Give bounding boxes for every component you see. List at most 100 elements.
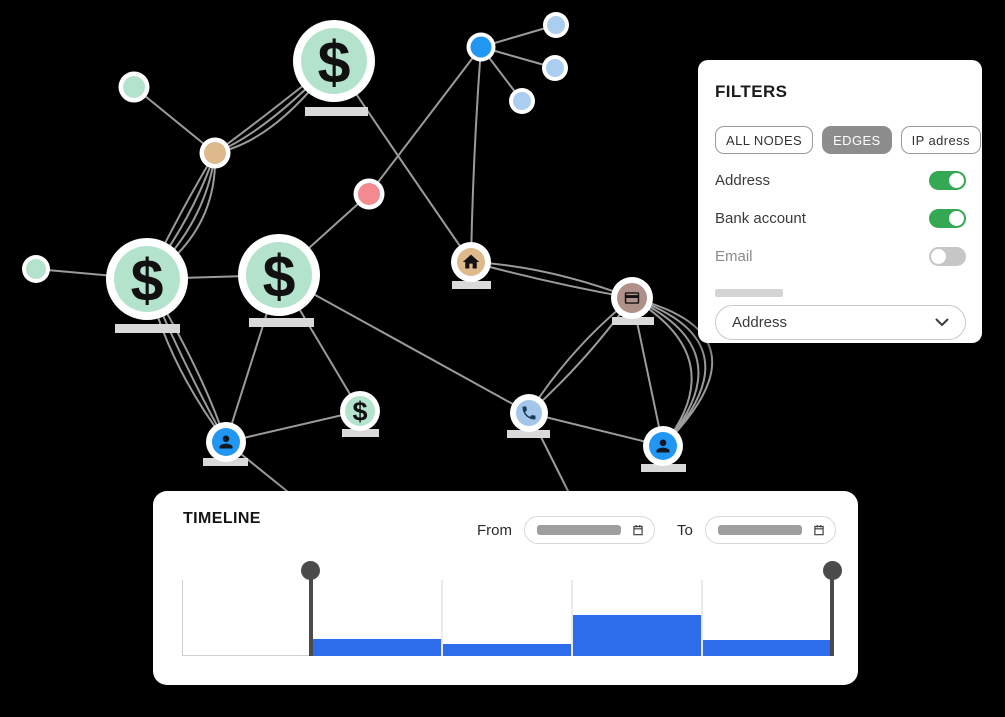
- graph-edge-person-2-bank-card-1: [631, 297, 693, 447]
- dollar-icon: $: [131, 247, 164, 313]
- node-account-1[interactable]: [118, 71, 150, 103]
- node-money-2[interactable]: $: [106, 238, 188, 320]
- node-body: [513, 92, 531, 110]
- dollar-icon: $: [263, 243, 296, 309]
- toggle-label-email: Email: [715, 247, 753, 265]
- dropdown-caption-placeholder: [715, 289, 783, 297]
- node-account-2[interactable]: [199, 137, 231, 169]
- histogram-bar: [443, 643, 571, 656]
- node-money-1[interactable]: $: [293, 20, 375, 102]
- graph-edge-phone-1-bank-card-1: [528, 297, 633, 414]
- graph-edge-person-1-money-4: [225, 410, 361, 443]
- graph-edge-alert-1-ip-hub: [368, 46, 482, 195]
- node-body: [546, 59, 564, 77]
- node-person-2[interactable]: [643, 426, 683, 466]
- node-label-bar: [452, 281, 491, 289]
- address-toggle[interactable]: [929, 170, 966, 190]
- from-label: From: [477, 521, 512, 539]
- node-label-bar: [115, 324, 180, 333]
- node-body: [26, 259, 46, 279]
- edge-type-select-value: Address: [732, 314, 788, 331]
- node-ip-3[interactable]: [509, 88, 535, 114]
- node-body: [617, 283, 647, 313]
- tab-ip-address[interactable]: IP adress: [900, 126, 981, 154]
- histogram-bar: [703, 640, 831, 656]
- node-alert-1[interactable]: [353, 178, 385, 210]
- dollar-icon: $: [318, 29, 351, 95]
- node-money-4[interactable]: $: [340, 391, 380, 431]
- filters-title: FILTERS: [715, 82, 788, 101]
- phone-icon: [522, 406, 536, 420]
- bin-separator: [571, 580, 573, 656]
- filter-row-email: Email: [715, 244, 966, 268]
- node-ip-1[interactable]: [543, 12, 569, 38]
- from-date-input[interactable]: [524, 516, 655, 544]
- node-bank-card-1[interactable]: [611, 277, 653, 319]
- node-body: [123, 76, 145, 98]
- node-label-bar: [249, 318, 314, 327]
- graph-edge-money-3-phone-1: [278, 274, 530, 414]
- graph-edge-person-2-bank-card-1: [631, 297, 707, 447]
- to-date-placeholder: [717, 525, 802, 535]
- node-body: [114, 246, 180, 312]
- graph-edge-phone-1-bank-card-1: [528, 297, 633, 414]
- node-body: [345, 396, 375, 426]
- timeline-start-handle[interactable]: [301, 561, 321, 656]
- timeline-panel: TIMELINE From To: [153, 491, 858, 685]
- to-label: To: [677, 521, 693, 539]
- timeline-title: TIMELINE: [183, 510, 261, 527]
- toggle-label-bank-account: Bank account: [715, 209, 806, 227]
- calendar-icon: [633, 525, 643, 536]
- toggle-label-address: Address: [715, 171, 771, 189]
- node-money-3[interactable]: $: [238, 234, 320, 316]
- email-toggle[interactable]: [929, 246, 966, 266]
- timeline-histogram[interactable]: [182, 561, 842, 656]
- tab-all-nodes[interactable]: ALL NODES: [715, 126, 814, 154]
- node-account-3[interactable]: [22, 255, 50, 283]
- person-icon: [219, 435, 233, 449]
- filter-row-bank-account: Bank account: [715, 206, 966, 230]
- node-label-bar: [612, 317, 654, 325]
- node-phone-1[interactable]: [510, 394, 548, 432]
- edge-type-select[interactable]: Address: [715, 305, 966, 340]
- from-date-placeholder: [537, 525, 621, 535]
- node-label-bar: [203, 458, 248, 466]
- calendar-icon: [814, 525, 824, 536]
- node-label-bar: [305, 107, 368, 116]
- node-body: [301, 28, 367, 94]
- node-label-bar: [641, 464, 686, 472]
- filter-tabs: ALL NODES EDGES IP adress: [715, 126, 981, 154]
- tab-edges[interactable]: EDGES: [822, 126, 892, 154]
- graph-edge-person-2-bank-card-1: [631, 297, 714, 447]
- histogram-bar: [313, 638, 441, 656]
- node-body: [358, 183, 380, 205]
- bank-account-toggle[interactable]: [929, 208, 966, 228]
- chart-bottom-axis: [182, 655, 312, 656]
- node-person-1[interactable]: [206, 422, 246, 462]
- node-body: [246, 242, 312, 308]
- node-body: [547, 16, 565, 34]
- node-label-bar: [507, 430, 550, 438]
- node-ip-hub[interactable]: [466, 32, 496, 62]
- to-date-input[interactable]: [704, 516, 836, 544]
- credit-card-icon: [624, 292, 640, 304]
- node-body: [204, 142, 226, 164]
- bin-separator: [441, 580, 443, 656]
- chevron-down-icon: [935, 318, 949, 327]
- home-icon: [462, 254, 480, 269]
- graph-edge-person-2-bank-card-1: [631, 297, 700, 447]
- node-ip-2[interactable]: [542, 55, 568, 81]
- histogram-bar: [573, 614, 701, 656]
- node-address-1[interactable]: [451, 242, 491, 282]
- graph-edge-address-1-bank-card-1: [470, 261, 633, 299]
- chart-left-border: [182, 580, 183, 656]
- graph-edge-phone-1-person-2: [528, 412, 664, 447]
- date-range-controls: From To: [477, 516, 836, 544]
- timeline-end-handle[interactable]: [822, 561, 842, 656]
- graph-edge-ip-hub-address-1: [470, 46, 482, 263]
- filter-row-address: Address: [715, 168, 966, 192]
- graph-edge-account-1-account-2: [133, 86, 216, 154]
- bin-separator: [701, 580, 703, 656]
